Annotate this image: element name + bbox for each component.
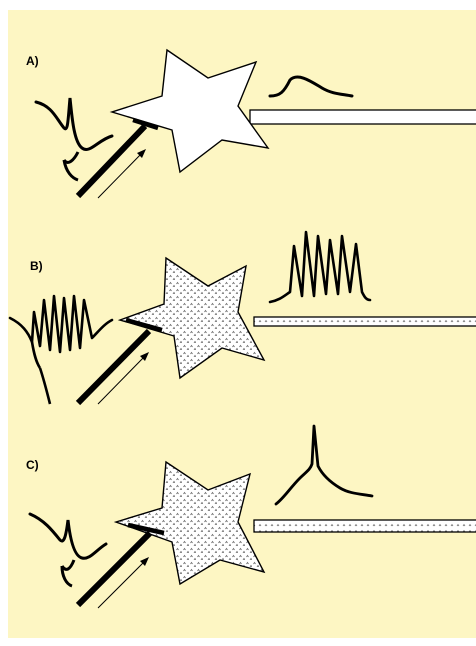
panel-c-label: C) (26, 458, 39, 472)
panel-b-label: B) (30, 259, 43, 273)
panel-a-axon (250, 110, 476, 124)
panel-b-axon (254, 317, 476, 326)
panel-c-axon (254, 520, 476, 532)
panel-a-label: A) (26, 54, 39, 68)
